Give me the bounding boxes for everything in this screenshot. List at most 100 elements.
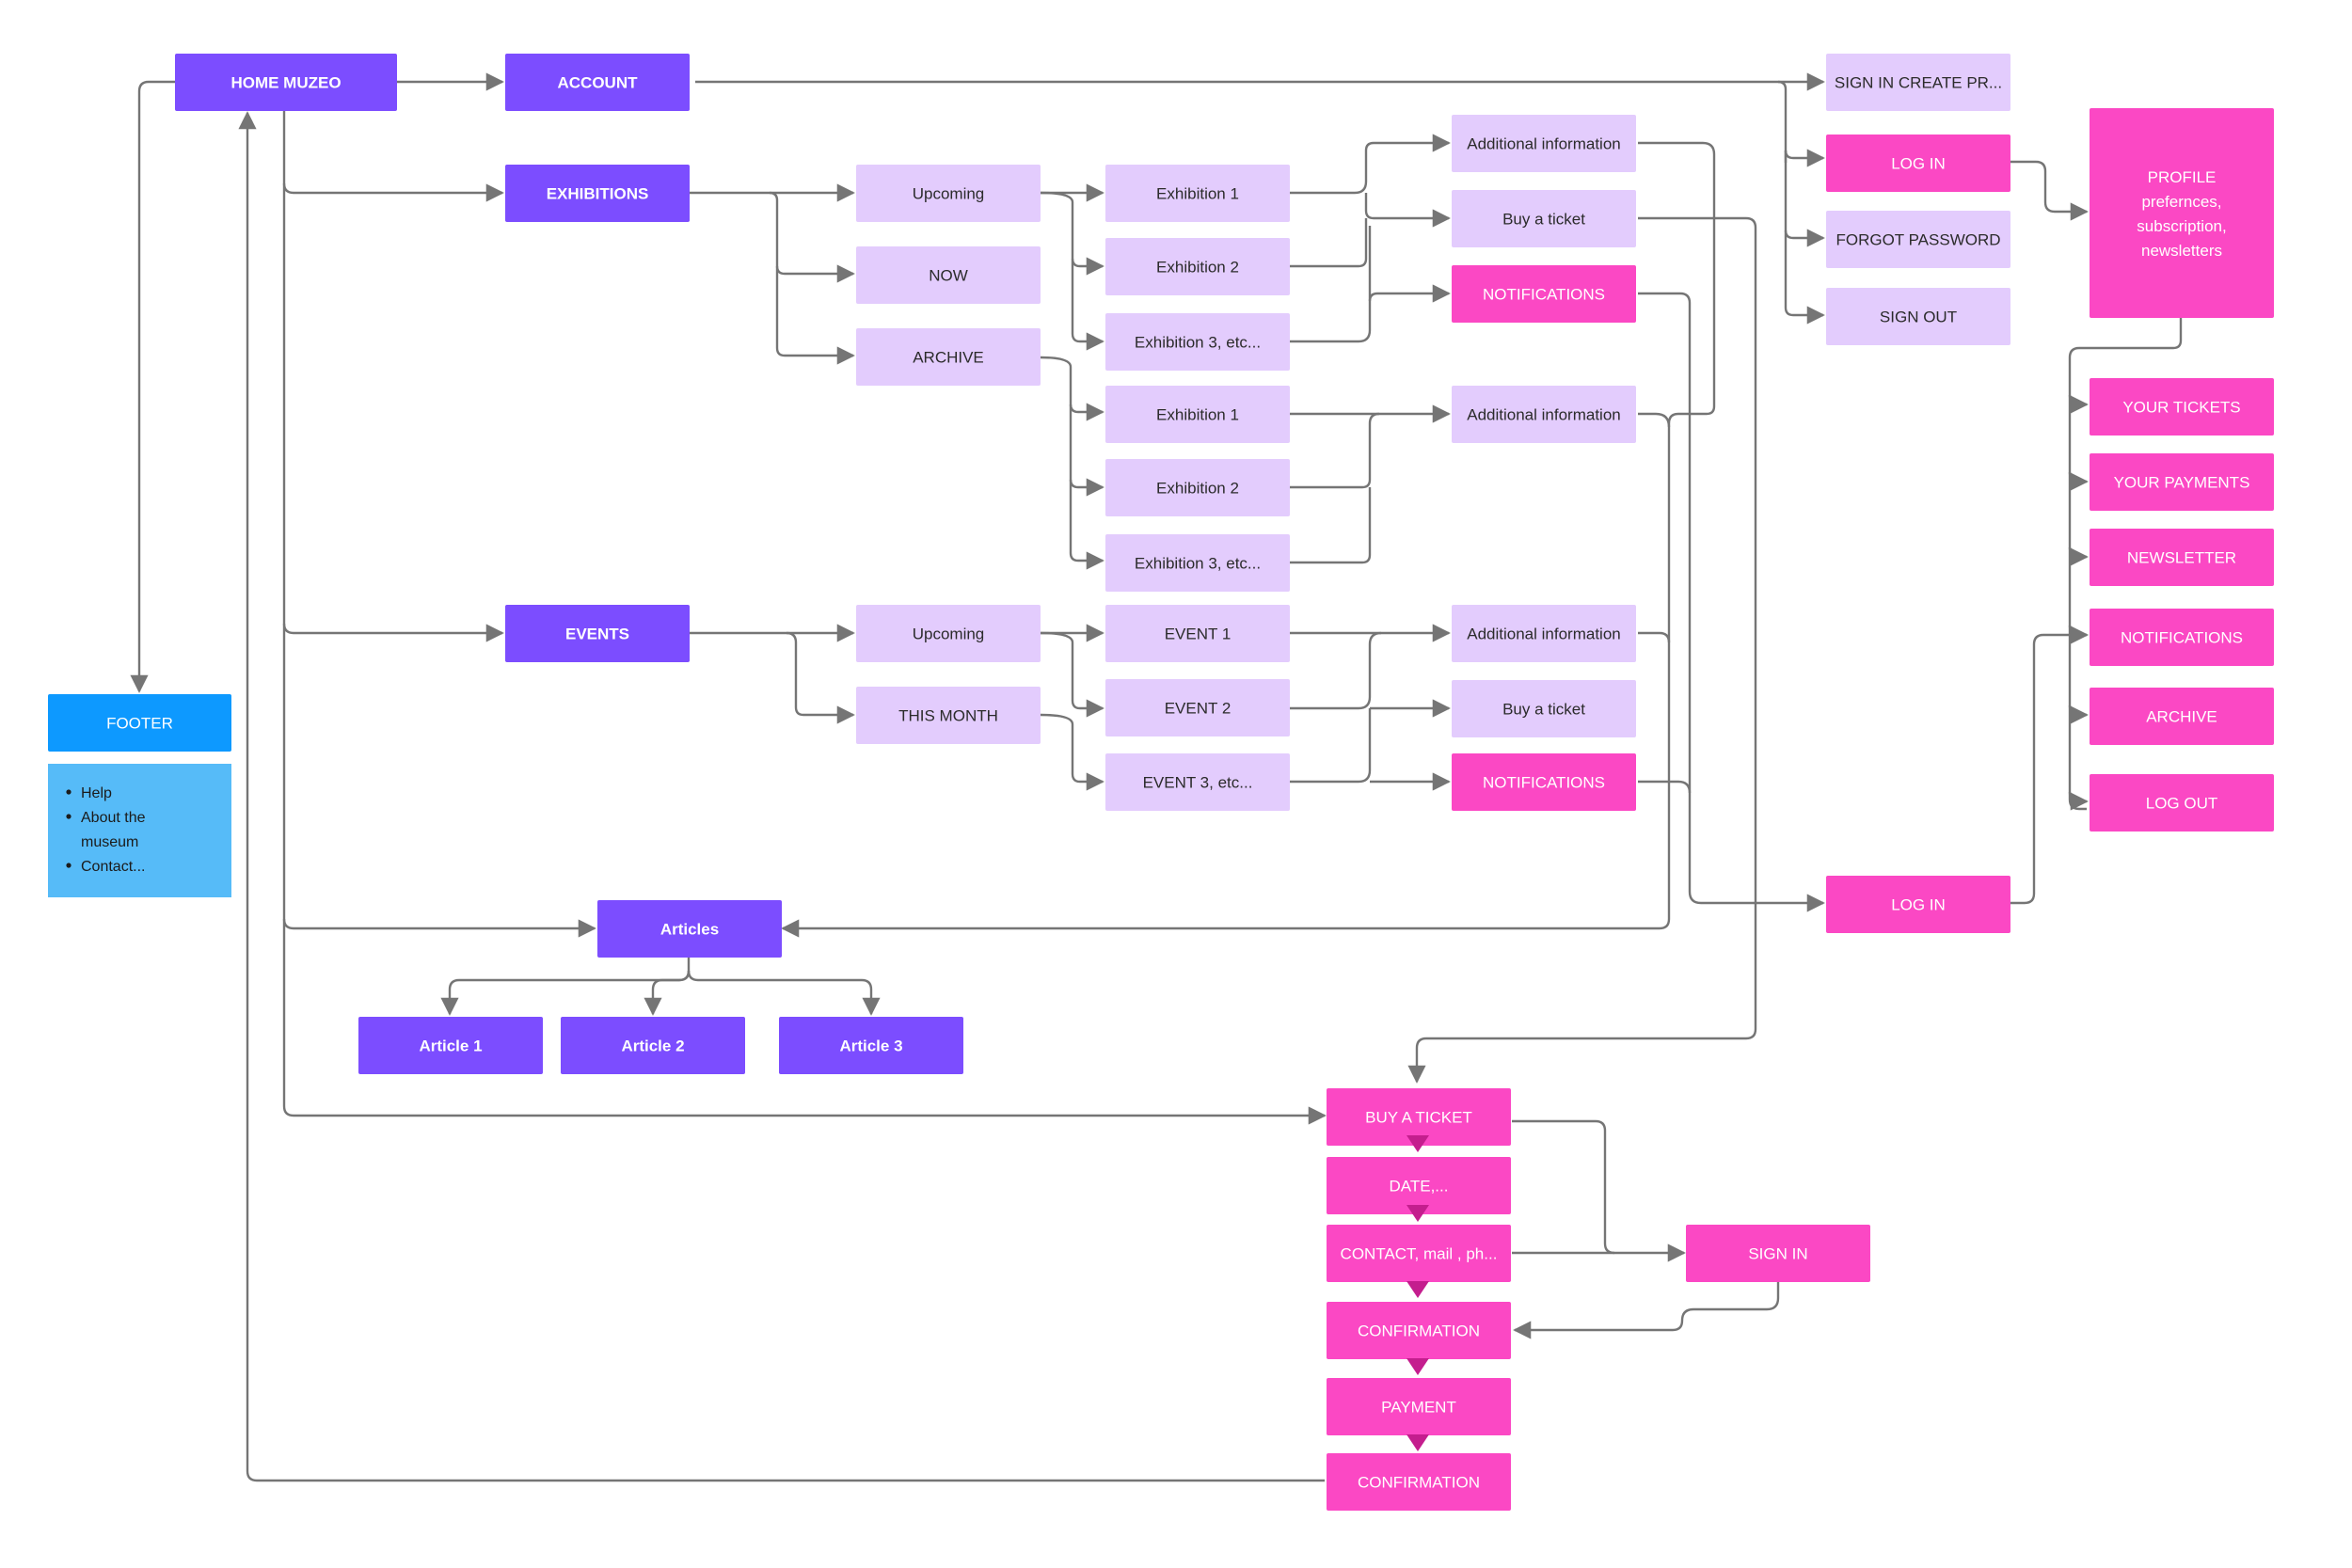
node-notif3[interactable]: NOTIFICATIONS xyxy=(1452,753,1636,811)
node-label: NOTIFICATIONS xyxy=(1483,774,1605,792)
node-event2[interactable]: EVENT 2 xyxy=(1105,679,1290,736)
edge-exh-now xyxy=(769,191,855,283)
edge-evupc-ev2 xyxy=(1040,631,1104,718)
node-label: YOUR PAYMENTS xyxy=(2114,474,2250,492)
node-box xyxy=(2090,688,2274,745)
node-ex-now[interactable]: NOW xyxy=(856,246,1041,304)
node-footer[interactable]: FOOTER xyxy=(48,694,231,752)
footer-item-about-cont[interactable]: museum xyxy=(81,834,138,850)
nodes: HOME MUZEO ACCOUNT EXHIBITIONS EVENTS Articl… xyxy=(48,54,2274,1511)
profile-label-line: prefernces, xyxy=(2141,193,2221,211)
bullet-icon xyxy=(66,814,72,819)
node-your-tickets[interactable]: YOUR TICKETS xyxy=(2090,378,2274,436)
node-exB2[interactable]: Exhibition 2 xyxy=(1105,459,1290,516)
node-label: LOG IN xyxy=(1891,155,1946,173)
node-label: LOG OUT xyxy=(2146,795,2218,813)
node-label: EVENT 2 xyxy=(1165,700,1232,718)
node-box xyxy=(856,246,1041,304)
node-box xyxy=(1327,1088,1511,1146)
node-addinfo1[interactable]: Additional information xyxy=(1452,115,1636,172)
node-box xyxy=(1105,238,1290,295)
node-home[interactable]: HOME MUZEO xyxy=(175,54,397,111)
edge-login-profile-notif xyxy=(2010,626,2089,905)
edge-exA-addinfo xyxy=(1290,134,1451,195)
node-newsletter[interactable]: NEWSLETTER xyxy=(2090,529,2274,586)
node-ev-month[interactable]: THIS MONTH xyxy=(856,687,1041,744)
footer-list-box xyxy=(48,764,231,897)
node-signin-create[interactable]: SIGN IN CREATE PR... xyxy=(1826,54,2010,111)
node-payment[interactable]: PAYMENT xyxy=(1327,1378,1511,1435)
node-box xyxy=(856,328,1041,386)
bullet-icon xyxy=(66,863,72,868)
node-box xyxy=(1105,386,1290,443)
edge-addinfo3-articles xyxy=(1638,631,1671,643)
node-login-mid[interactable]: LOG IN xyxy=(1826,876,2010,933)
edge-login-profile xyxy=(2010,160,2089,221)
node-confirmation1[interactable]: CONFIRMATION xyxy=(1327,1302,1511,1359)
edge-exA3-merge xyxy=(1290,284,1451,343)
node-events[interactable]: EVENTS xyxy=(505,605,690,662)
node-box xyxy=(1826,211,2010,268)
node-signin[interactable]: SIGN IN xyxy=(1686,1225,1870,1282)
edge-confirmation-home xyxy=(238,111,1325,1482)
node-exA1[interactable]: Exhibition 1 xyxy=(1105,165,1290,222)
node-box xyxy=(48,694,231,752)
node-ex-archive[interactable]: ARCHIVE xyxy=(856,328,1041,386)
node-notif1[interactable]: NOTIFICATIONS xyxy=(1452,265,1636,323)
node-notif-profile[interactable]: NOTIFICATIONS xyxy=(2090,609,2274,666)
node-box xyxy=(2090,108,2274,318)
node-contact[interactable]: CONTACT, mail , ph... xyxy=(1327,1225,1511,1282)
node-box xyxy=(1105,459,1290,516)
node-ev-upcoming[interactable]: Upcoming xyxy=(856,605,1041,662)
node-profile[interactable]: PROFILEprefernces,subscription,newslette… xyxy=(2090,108,2274,318)
node-box xyxy=(856,165,1041,222)
node-addinfo2[interactable]: Additional information xyxy=(1452,386,1636,443)
node-addinfo3[interactable]: Additional information xyxy=(1452,605,1636,662)
edge-profile-newsletter xyxy=(2068,546,2089,566)
edge-signin-confirmation xyxy=(1513,1282,1780,1339)
node-label: Exhibition 3, etc... xyxy=(1135,334,1261,352)
node-buy-ticket[interactable]: BUY A TICKET xyxy=(1327,1088,1511,1146)
node-box xyxy=(2090,453,2274,511)
node-exhibitions[interactable]: EXHIBITIONS xyxy=(505,165,690,222)
node-article2[interactable]: Article 2 xyxy=(561,1017,745,1074)
node-buy1[interactable]: Buy a ticket xyxy=(1452,190,1636,247)
node-confirmation2[interactable]: CONFIRMATION xyxy=(1327,1453,1511,1511)
edge-ev-buy xyxy=(1290,631,1382,710)
footer-item-help[interactable]: Help xyxy=(81,785,112,801)
node-event1[interactable]: EVENT 1 xyxy=(1105,605,1290,662)
node-box xyxy=(505,605,690,662)
node-event3[interactable]: EVENT 3, etc... xyxy=(1105,753,1290,811)
edge-buy1-buyticket xyxy=(1407,216,1757,1084)
node-label: Exhibition 3, etc... xyxy=(1135,555,1261,573)
node-login-top[interactable]: LOG IN xyxy=(1826,135,2010,192)
edge-profile-notif xyxy=(2068,625,2089,644)
node-label: LOG IN xyxy=(1891,896,1946,914)
node-box xyxy=(1452,190,1636,247)
footer-item-about[interactable]: About the xyxy=(81,810,146,826)
node-your-payments[interactable]: YOUR PAYMENTS xyxy=(2090,453,2274,511)
node-exB3[interactable]: Exhibition 3, etc... xyxy=(1105,534,1290,592)
node-exA3[interactable]: Exhibition 3, etc... xyxy=(1105,313,1290,371)
node-signout[interactable]: SIGN OUT xyxy=(1826,288,2010,345)
footer-item-contact[interactable]: Contact... xyxy=(81,859,145,875)
node-ex-upcoming[interactable]: Upcoming xyxy=(856,165,1041,222)
node-buy3[interactable]: Buy a ticket xyxy=(1452,680,1636,737)
node-logout[interactable]: LOG OUT xyxy=(2090,774,2274,832)
node-account[interactable]: ACCOUNT xyxy=(505,54,690,111)
node-box xyxy=(1826,135,2010,192)
node-article1[interactable]: Article 1 xyxy=(358,1017,543,1074)
node-forgot[interactable]: FORGOT PASSWORD xyxy=(1826,211,2010,268)
node-label: FORGOT PASSWORD xyxy=(1836,231,2000,249)
node-article3[interactable]: Article 3 xyxy=(779,1017,963,1074)
node-exB1[interactable]: Exhibition 1 xyxy=(1105,386,1290,443)
node-archive-profile[interactable]: ARCHIVE xyxy=(2090,688,2274,745)
node-box xyxy=(1327,1225,1511,1282)
node-box xyxy=(1105,534,1290,592)
node-date[interactable]: DATE,... xyxy=(1327,1157,1511,1214)
node-label: CONFIRMATION xyxy=(1358,1474,1480,1492)
node-exA2[interactable]: Exhibition 2 xyxy=(1105,238,1290,295)
node-articles[interactable]: Articles xyxy=(597,900,782,958)
